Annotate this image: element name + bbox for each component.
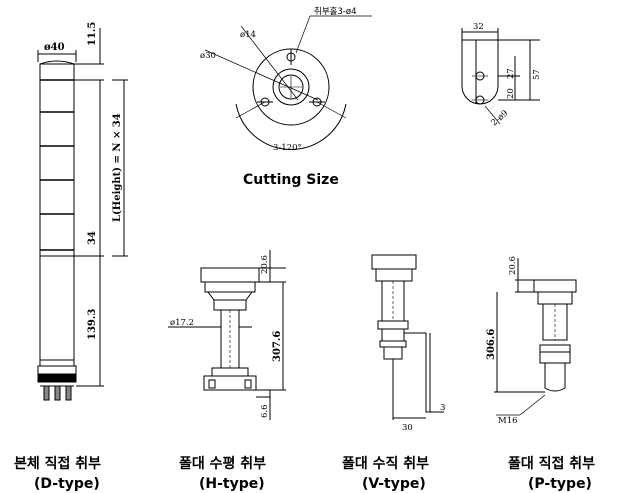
p-m16-label: M16 [498, 416, 518, 426]
bracket-drawing [461, 28, 540, 125]
caption-p-korean: 폴대 직접 취부 [508, 455, 595, 472]
v-bracket [404, 332, 431, 413]
v-3-label: 3 [440, 403, 445, 413]
bracket-57-label: 57 [532, 69, 542, 80]
p-type-drawing [494, 258, 577, 416]
tower-base [37, 373, 77, 383]
caption-v-type: (V-type) [362, 476, 426, 492]
bracket-27-label: 27 [506, 68, 516, 79]
flange-holes-label: 취부홀3-ø4 [314, 6, 357, 17]
pin [43, 385, 50, 401]
caption-p-type: (P-type) [528, 476, 592, 492]
v-lamp [371, 254, 417, 270]
caption-h-korean: 폴대 수평 취부 [179, 455, 266, 472]
d-type-tower [37, 28, 128, 401]
caption-h-type: (H-type) [199, 476, 265, 492]
dim-139-3-label: 139.3 [87, 309, 98, 340]
pin [65, 385, 72, 401]
flange-inner [272, 68, 310, 106]
flange-dia30-label: ø30 [200, 51, 216, 61]
p-306-6-label: 306.6 [486, 329, 497, 360]
p-lamp [533, 279, 577, 293]
dim-40-label: ø40 [44, 42, 65, 53]
h-307-6-label: 307.6 [272, 331, 283, 362]
cutting-size-title: Cutting Size [243, 172, 339, 188]
bracket-32-label: 32 [473, 22, 484, 32]
bracket-20-label: 20 [506, 88, 516, 99]
caption-d-type: (D-type) [34, 476, 100, 492]
flange-dia14-label: ø14 [240, 30, 256, 40]
pin [54, 385, 61, 401]
flange-drawing [204, 15, 372, 150]
tower-body [39, 63, 75, 367]
h-6-6-label: 6.6 [260, 404, 270, 418]
h-20-6-label: 20.6 [260, 255, 270, 274]
tower-cap [39, 60, 75, 65]
h-lamp [200, 267, 260, 283]
caption-d-korean: 본체 직접 취부 [14, 455, 101, 472]
h-type-drawing [168, 250, 286, 420]
v-type-drawing [371, 254, 444, 420]
caption-v-korean: 폴대 수직 취부 [342, 455, 429, 472]
bracket-hole-label: 2-ø9 [490, 109, 511, 129]
h-pole [220, 309, 240, 369]
h-dia17-2-label: ø17.2 [170, 318, 194, 328]
dim-34-label: 34 [87, 231, 98, 245]
flange-angle-label: 3-120° [273, 143, 302, 153]
h-base [203, 375, 257, 391]
dim-11-5-label: 11.5 [87, 22, 98, 46]
p-20-6-label: 20.6 [508, 256, 518, 275]
angle-arc [235, 103, 347, 150]
height-formula-label: L(Height) = N × 34 [112, 113, 123, 222]
v-30-label: 30 [402, 423, 413, 433]
